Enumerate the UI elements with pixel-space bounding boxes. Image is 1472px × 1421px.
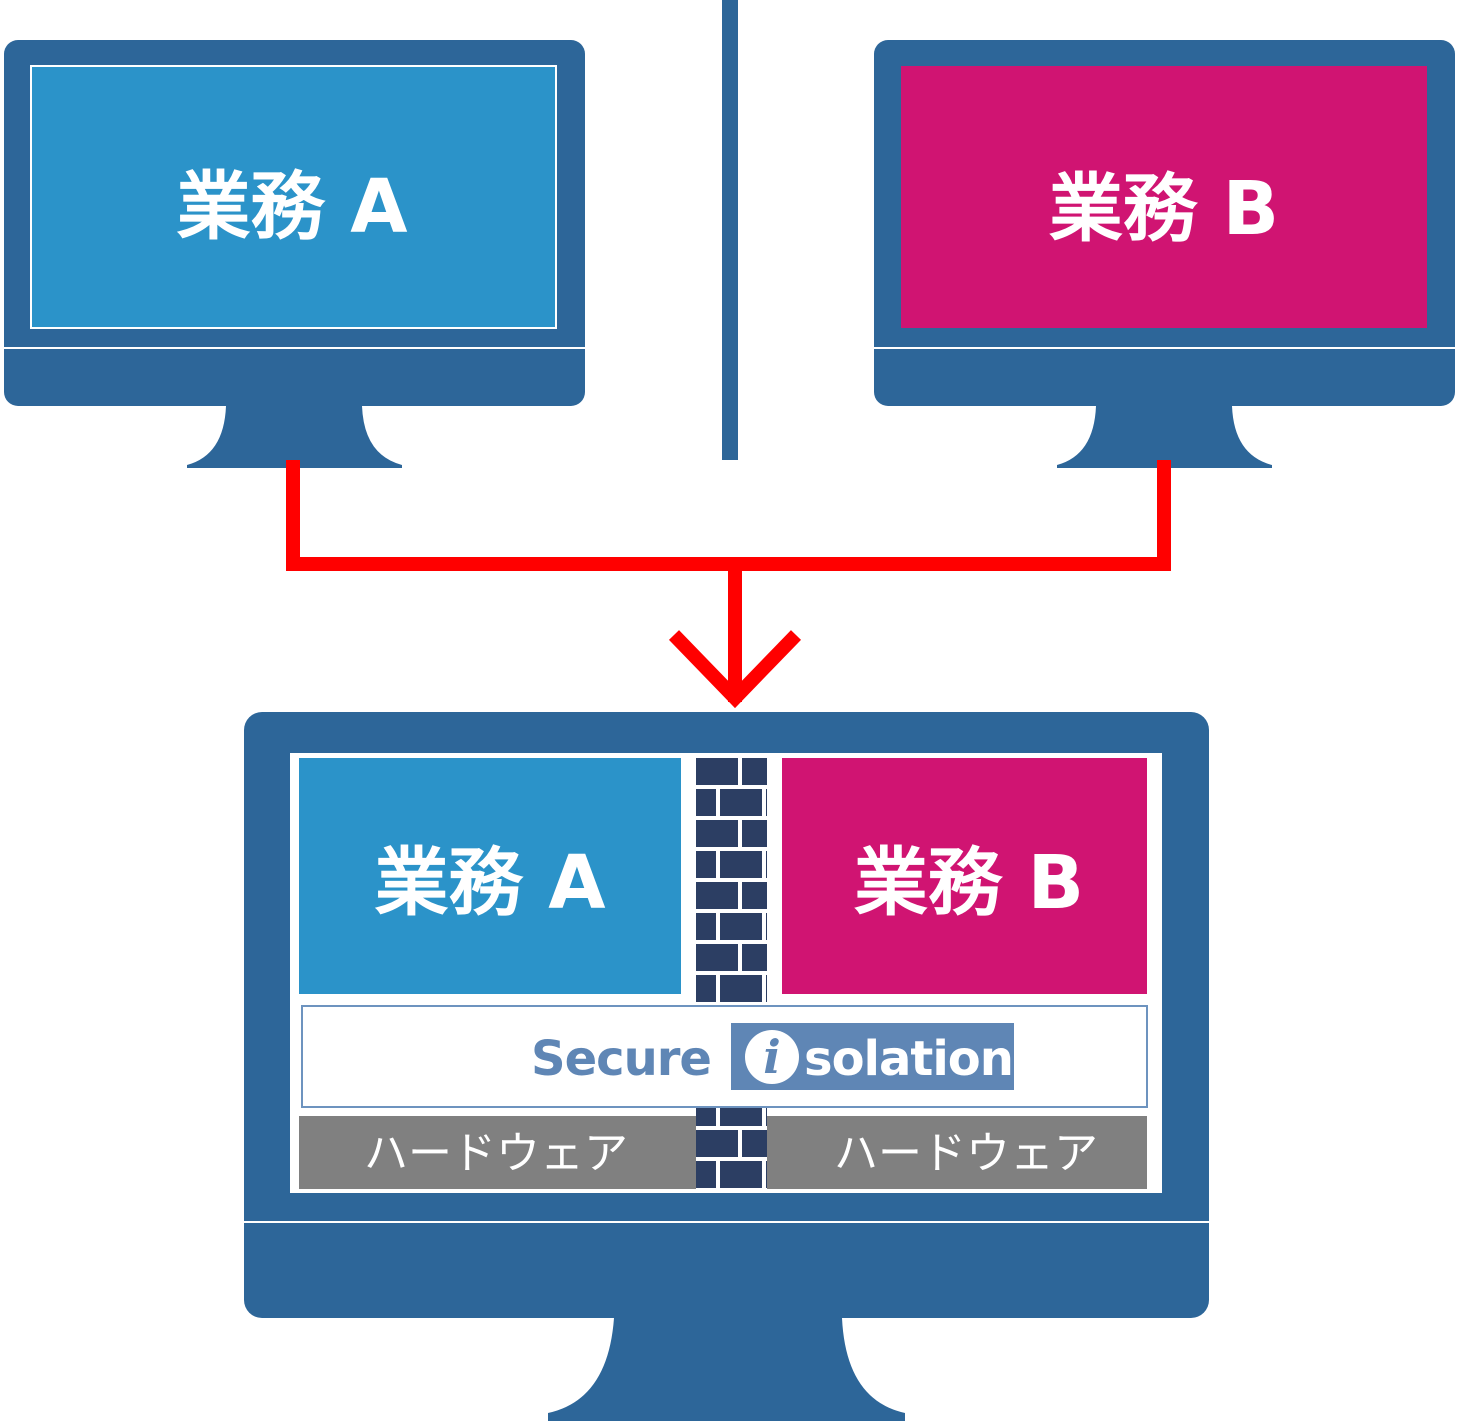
hardware-right-panel: [767, 1116, 1147, 1189]
brick: [696, 975, 716, 1002]
brick: [742, 1130, 767, 1157]
monitor-bottom-stand: [548, 1318, 905, 1421]
brick: [720, 975, 762, 1002]
monitor-bottom: 業務 A 業務 B Secure i solation ハードウェア ハードウェ…: [244, 712, 1209, 1421]
app-b-panel: [782, 758, 1147, 994]
brick: [720, 913, 762, 940]
connector-line: [286, 460, 1171, 571]
connector: [286, 460, 1171, 709]
secure-isolation-layer: [301, 1005, 1148, 1108]
monitor-right-stand: [1057, 406, 1272, 468]
brick: [766, 975, 767, 1002]
brick: [696, 851, 716, 878]
logo-i-letter: i: [763, 1030, 780, 1084]
monitor-right: 業務 B: [874, 40, 1455, 468]
monitor-left: 業務 A: [4, 40, 585, 468]
brick: [720, 851, 762, 878]
brick: [720, 789, 762, 816]
hardware-left-label: ハードウェア: [364, 1128, 628, 1179]
brick: [766, 1099, 767, 1126]
app-b-label: 業務 B: [854, 840, 1084, 926]
brick: [766, 789, 767, 816]
logo-solation-text: solation: [804, 1031, 1013, 1087]
secure-isolation-logo: Secure i solation: [531, 1023, 1014, 1090]
logo-i-circle: [745, 1030, 799, 1084]
brick-wall-icon: [696, 758, 767, 1192]
brick: [696, 913, 716, 940]
app-a-panel: [299, 758, 681, 994]
brick: [742, 758, 767, 785]
logo-secure-text: Secure: [531, 1031, 711, 1087]
chevron-down-arrow-icon: [668, 630, 802, 709]
monitor-left-stand: [187, 406, 402, 468]
brick: [696, 1130, 738, 1157]
hardware-right-label: ハードウェア: [834, 1128, 1098, 1179]
brick: [696, 789, 716, 816]
brick: [696, 882, 738, 909]
monitor-right-label: 業務 B: [1049, 166, 1279, 252]
brick: [696, 820, 738, 847]
brick: [742, 944, 767, 971]
brick: [696, 758, 738, 785]
brick: [742, 882, 767, 909]
brick: [696, 944, 738, 971]
monitor-left-label: 業務 A: [176, 164, 407, 250]
hardware-left-panel: [299, 1116, 696, 1189]
brick: [696, 1161, 716, 1188]
brick: [742, 820, 767, 847]
brick: [766, 851, 767, 878]
top-separator-line: [722, 0, 738, 460]
brick: [720, 1161, 762, 1188]
app-a-label: 業務 A: [374, 840, 605, 926]
monitor-left-screen: [30, 65, 557, 329]
brick: [766, 913, 767, 940]
monitor-right-screen: [901, 66, 1427, 328]
brick: [766, 1161, 767, 1188]
